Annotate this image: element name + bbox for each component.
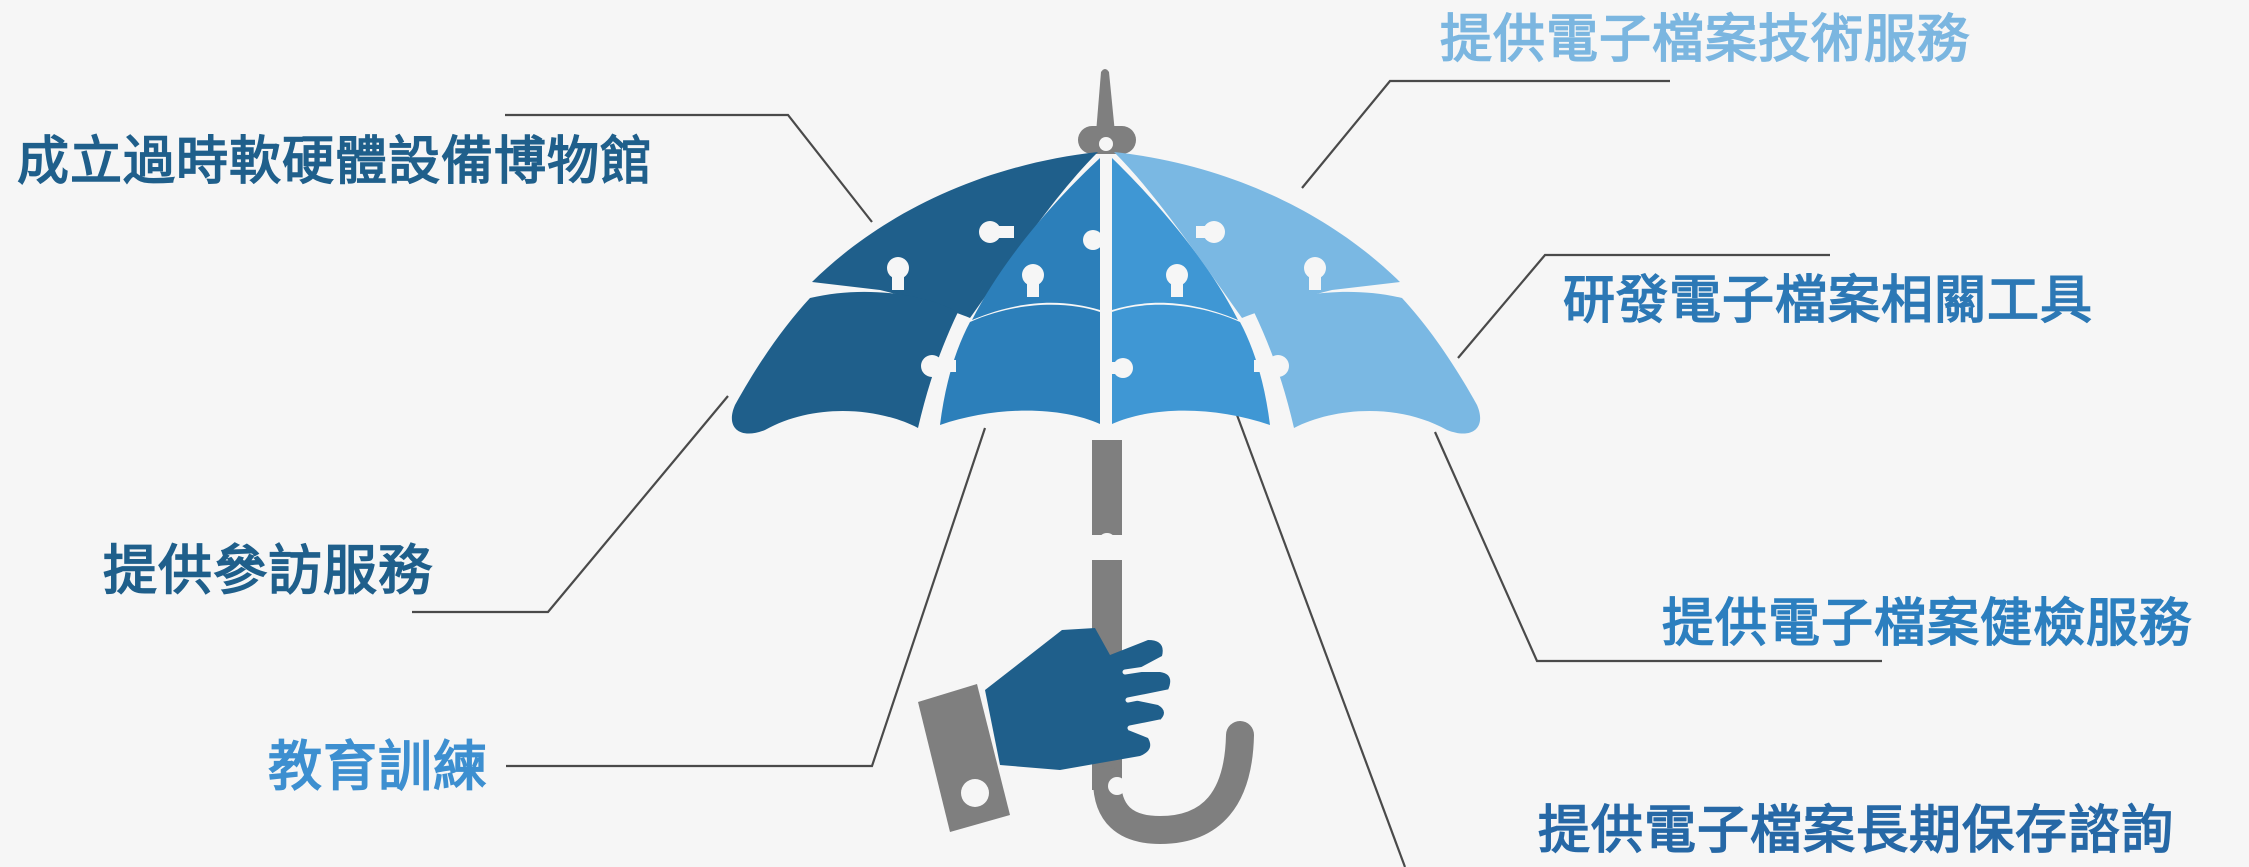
leader-line-visit	[412, 395, 729, 614]
umbrella-shaft-upper	[1092, 440, 1122, 535]
leader-line-training	[506, 427, 987, 768]
canopy-panel-bright-lower	[1112, 304, 1270, 425]
label-visit: 提供參訪服務	[103, 539, 433, 602]
canopy-panel-mid-lower	[940, 304, 1100, 425]
label-tools: 研發電子檔案相關工具	[1563, 271, 2094, 331]
canopy-panel-dark-lower	[731, 291, 958, 434]
leader-lines	[412, 79, 1882, 867]
hand-palm	[985, 628, 1171, 770]
label-tech-service: 提供電子檔案技術服務	[1440, 10, 1971, 70]
canopy-panel-bright	[1112, 158, 1238, 320]
leader-line-checkup	[1433, 431, 1882, 663]
hand-finger-gaps	[1122, 663, 1171, 731]
puzzle-knobs	[887, 137, 1326, 378]
leader-line-museum	[505, 113, 873, 223]
umbrella-handle	[1093, 721, 1254, 845]
canopy-panel-dark	[812, 152, 1098, 318]
shaft-joint	[1098, 533, 1116, 551]
leader-line-tools	[1457, 253, 1830, 359]
label-preservation: 提供電子檔案長期保存諮詢	[1538, 801, 2175, 861]
hand-icon	[918, 628, 1171, 832]
label-museum: 成立過時軟硬體設備博物館	[17, 132, 654, 192]
canopy-panel-light-lower	[1254, 291, 1481, 434]
umbrella-tip	[1096, 69, 1115, 133]
cuff-icon	[918, 684, 1010, 832]
cuff-button	[961, 779, 989, 807]
leader-line-tech-service	[1301, 79, 1670, 189]
canopy-panel-light	[1114, 152, 1400, 318]
handle-joint	[1108, 777, 1126, 795]
canopy-panel-mid	[972, 158, 1100, 320]
label-training: 教育訓練	[268, 735, 488, 798]
leader-line-preservation	[1235, 414, 1407, 867]
label-checkup: 提供電子檔案健檢服務	[1662, 594, 2193, 654]
